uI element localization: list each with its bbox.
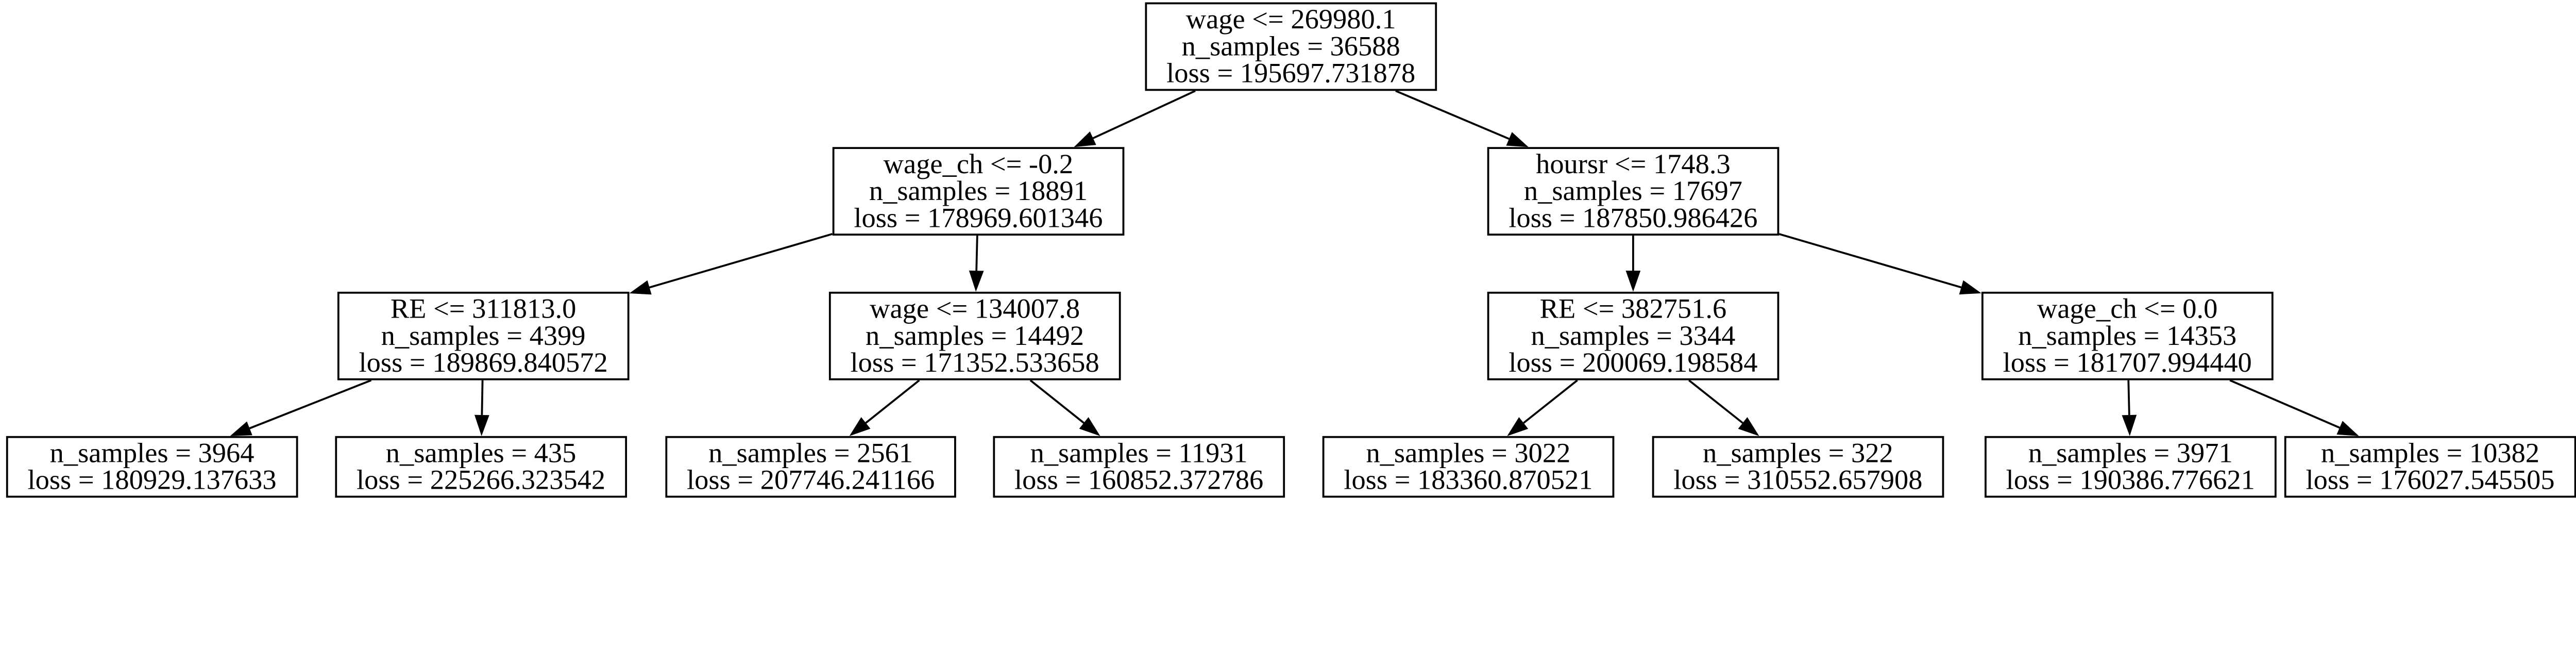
node-loss-label: loss = 310552.657908 [1673,464,1923,495]
node-loss-label: loss = 225266.323542 [356,464,606,495]
node-samples-label: n_samples = 3022 [1366,437,1571,469]
tree-edge [1688,379,1759,436]
tree-edge [230,379,372,436]
node-samples-label: n_samples = 2561 [708,437,913,469]
arrowhead-icon [1074,131,1096,147]
arrowhead-icon [969,270,984,292]
arrowhead-icon [2122,414,2137,436]
node-samples-label: n_samples = 10382 [2320,437,2540,469]
node-loss-label: loss = 176027.545505 [2306,464,2555,495]
node-samples-label: n_samples = 3344 [1531,320,1736,351]
tree-edge [849,379,920,436]
tree-edge [1395,90,1529,147]
node-condition-label: wage <= 269980.1 [1185,3,1396,35]
tree-edge [1625,235,1641,292]
tree-edge [969,235,984,292]
tree-edge [1074,90,1196,147]
node-condition-label: RE <= 382751.6 [1539,293,1727,324]
node-samples-label: n_samples = 14353 [2018,320,2237,351]
node-samples-label: n_samples = 14492 [866,320,1084,351]
node-loss-label: loss = 183360.870521 [1344,464,1593,495]
arrowhead-icon [1506,132,1529,147]
node-condition-label: wage_ch <= 0.0 [2037,293,2218,324]
node-samples-label: n_samples = 3964 [49,437,255,469]
tree-edge [2229,379,2359,436]
tree-edge [2122,380,2137,436]
node-loss-label: loss = 207746.241166 [687,464,935,495]
node-loss-label: loss = 195697.731878 [1166,57,1416,89]
arrowhead-icon [1625,271,1641,292]
node-samples-label: n_samples = 11931 [1030,437,1248,469]
tree-edge [629,233,833,295]
tree-edge [474,380,489,436]
node-loss-label: loss = 160852.372786 [1014,464,1264,495]
tree-edge [1778,233,1981,295]
node-loss-label: loss = 178969.601346 [854,202,1103,234]
node-loss-label: loss = 189869.840572 [359,346,608,378]
node-condition-label: wage_ch <= -0.2 [883,148,1074,180]
node-samples-label: n_samples = 17697 [1523,175,1742,207]
node-condition-label: hoursr <= 1748.3 [1536,148,1731,180]
node-loss-label: loss = 187850.986426 [1509,202,1758,234]
node-loss-label: loss = 180929.137633 [27,464,277,495]
arrowhead-icon [629,280,652,295]
node-samples-label: n_samples = 18891 [869,175,1088,207]
node-loss-label: loss = 190386.776621 [2006,464,2255,495]
arrowhead-icon [1738,417,1759,436]
node-condition-label: wage <= 134007.8 [870,293,1080,324]
arrowhead-icon [474,414,489,436]
arrowhead-icon [1507,417,1529,436]
node-loss-label: loss = 200069.198584 [1509,346,1758,378]
tree-edge [1029,379,1100,436]
node-loss-label: loss = 171352.533658 [850,346,1099,378]
node-samples-label: n_samples = 435 [385,437,577,469]
node-samples-label: n_samples = 36588 [1181,30,1400,62]
node-loss-label: loss = 181707.994440 [2003,346,2252,378]
node-samples-label: n_samples = 4399 [381,320,586,351]
tree-edge [1507,379,1578,436]
arrowhead-icon [849,417,871,436]
arrowhead-icon [1079,417,1100,436]
arrowhead-icon [2336,421,2359,436]
node-condition-label: RE <= 311813.0 [390,293,577,324]
node-samples-label: n_samples = 322 [1703,437,1893,469]
arrowhead-icon [230,421,252,436]
node-samples-label: n_samples = 3971 [2028,437,2233,469]
arrowhead-icon [1959,280,1981,295]
